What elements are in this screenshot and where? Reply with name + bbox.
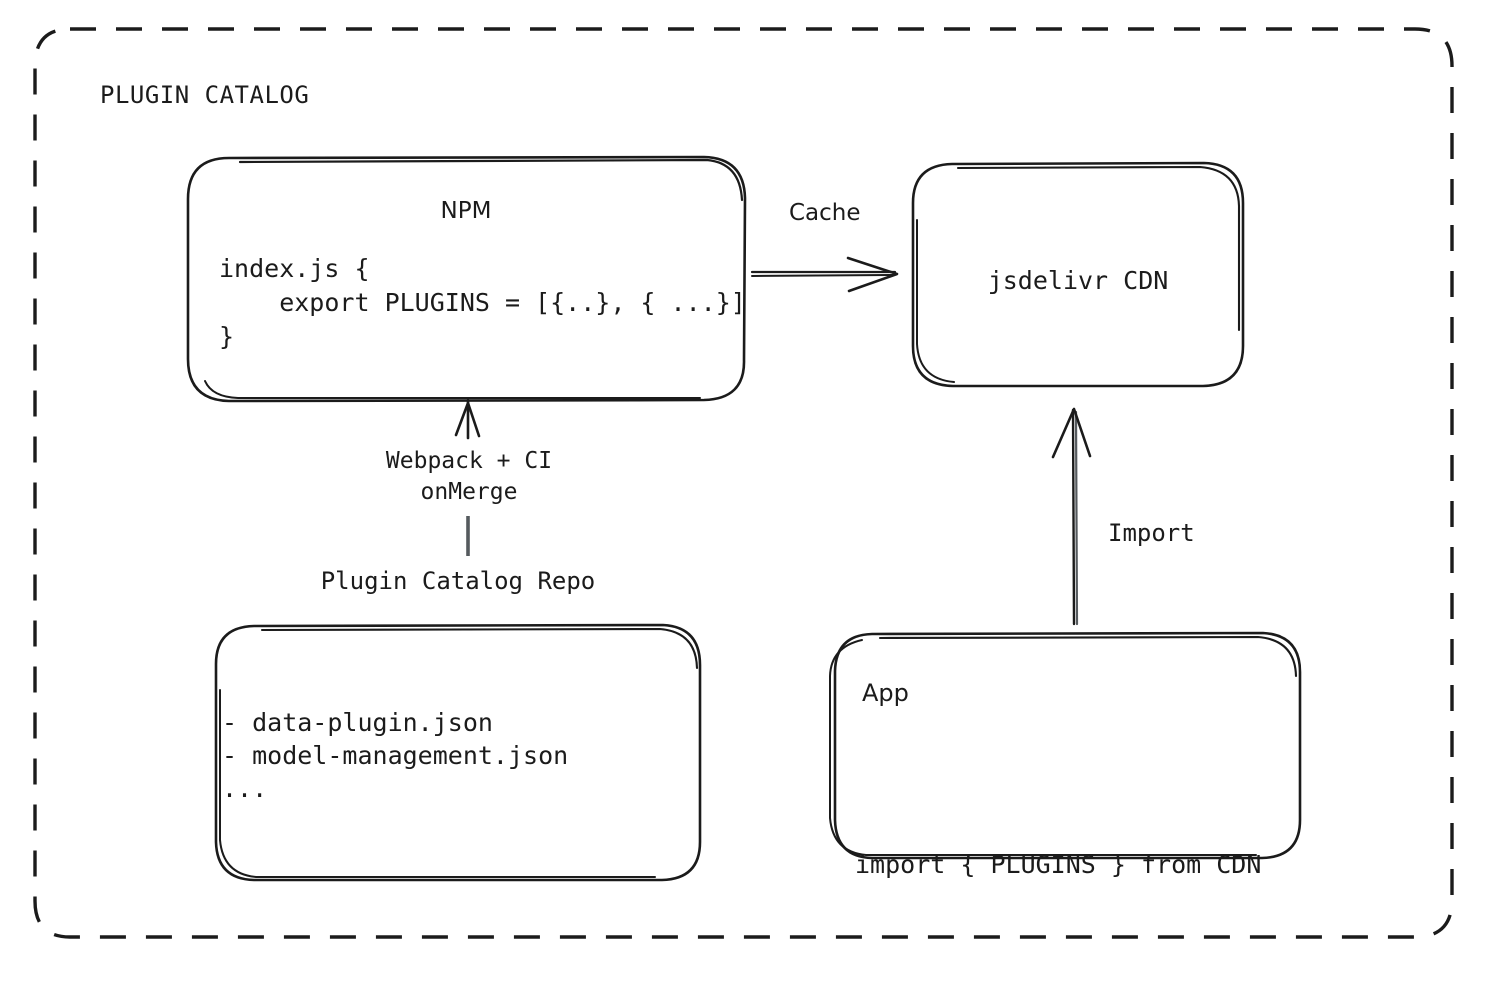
import-arrow bbox=[1051, 407, 1092, 626]
npm-node-code: index.js { export PLUGINS = [{..}, { ...… bbox=[219, 254, 746, 351]
cache-arrow bbox=[750, 256, 899, 293]
app-code-line-2: PLUGINS.forEach {} bbox=[855, 992, 1261, 1002]
app-node-code: import { PLUGINS } from CDN PLUGINS.forE… bbox=[855, 736, 1261, 1002]
cdn-node-title: jsdelivr CDN bbox=[987, 266, 1169, 295]
cache-edge-label: Cache bbox=[789, 200, 861, 226]
app-node-title: App bbox=[862, 679, 909, 707]
import-edge-label: Import bbox=[1108, 519, 1195, 547]
repo-node-file-list: - data-plugin.json - model-management.js… bbox=[222, 708, 569, 803]
webpack-ci-edge-label: Webpack + CI onMerge bbox=[385, 448, 553, 506]
app-code-line-1: import { PLUGINS } from CDN bbox=[855, 849, 1262, 879]
repo-node-title: Plugin Catalog Repo bbox=[320, 567, 596, 595]
npm-node-title: NPM bbox=[440, 198, 492, 224]
frame-title: PLUGIN CATALOG bbox=[100, 81, 310, 109]
